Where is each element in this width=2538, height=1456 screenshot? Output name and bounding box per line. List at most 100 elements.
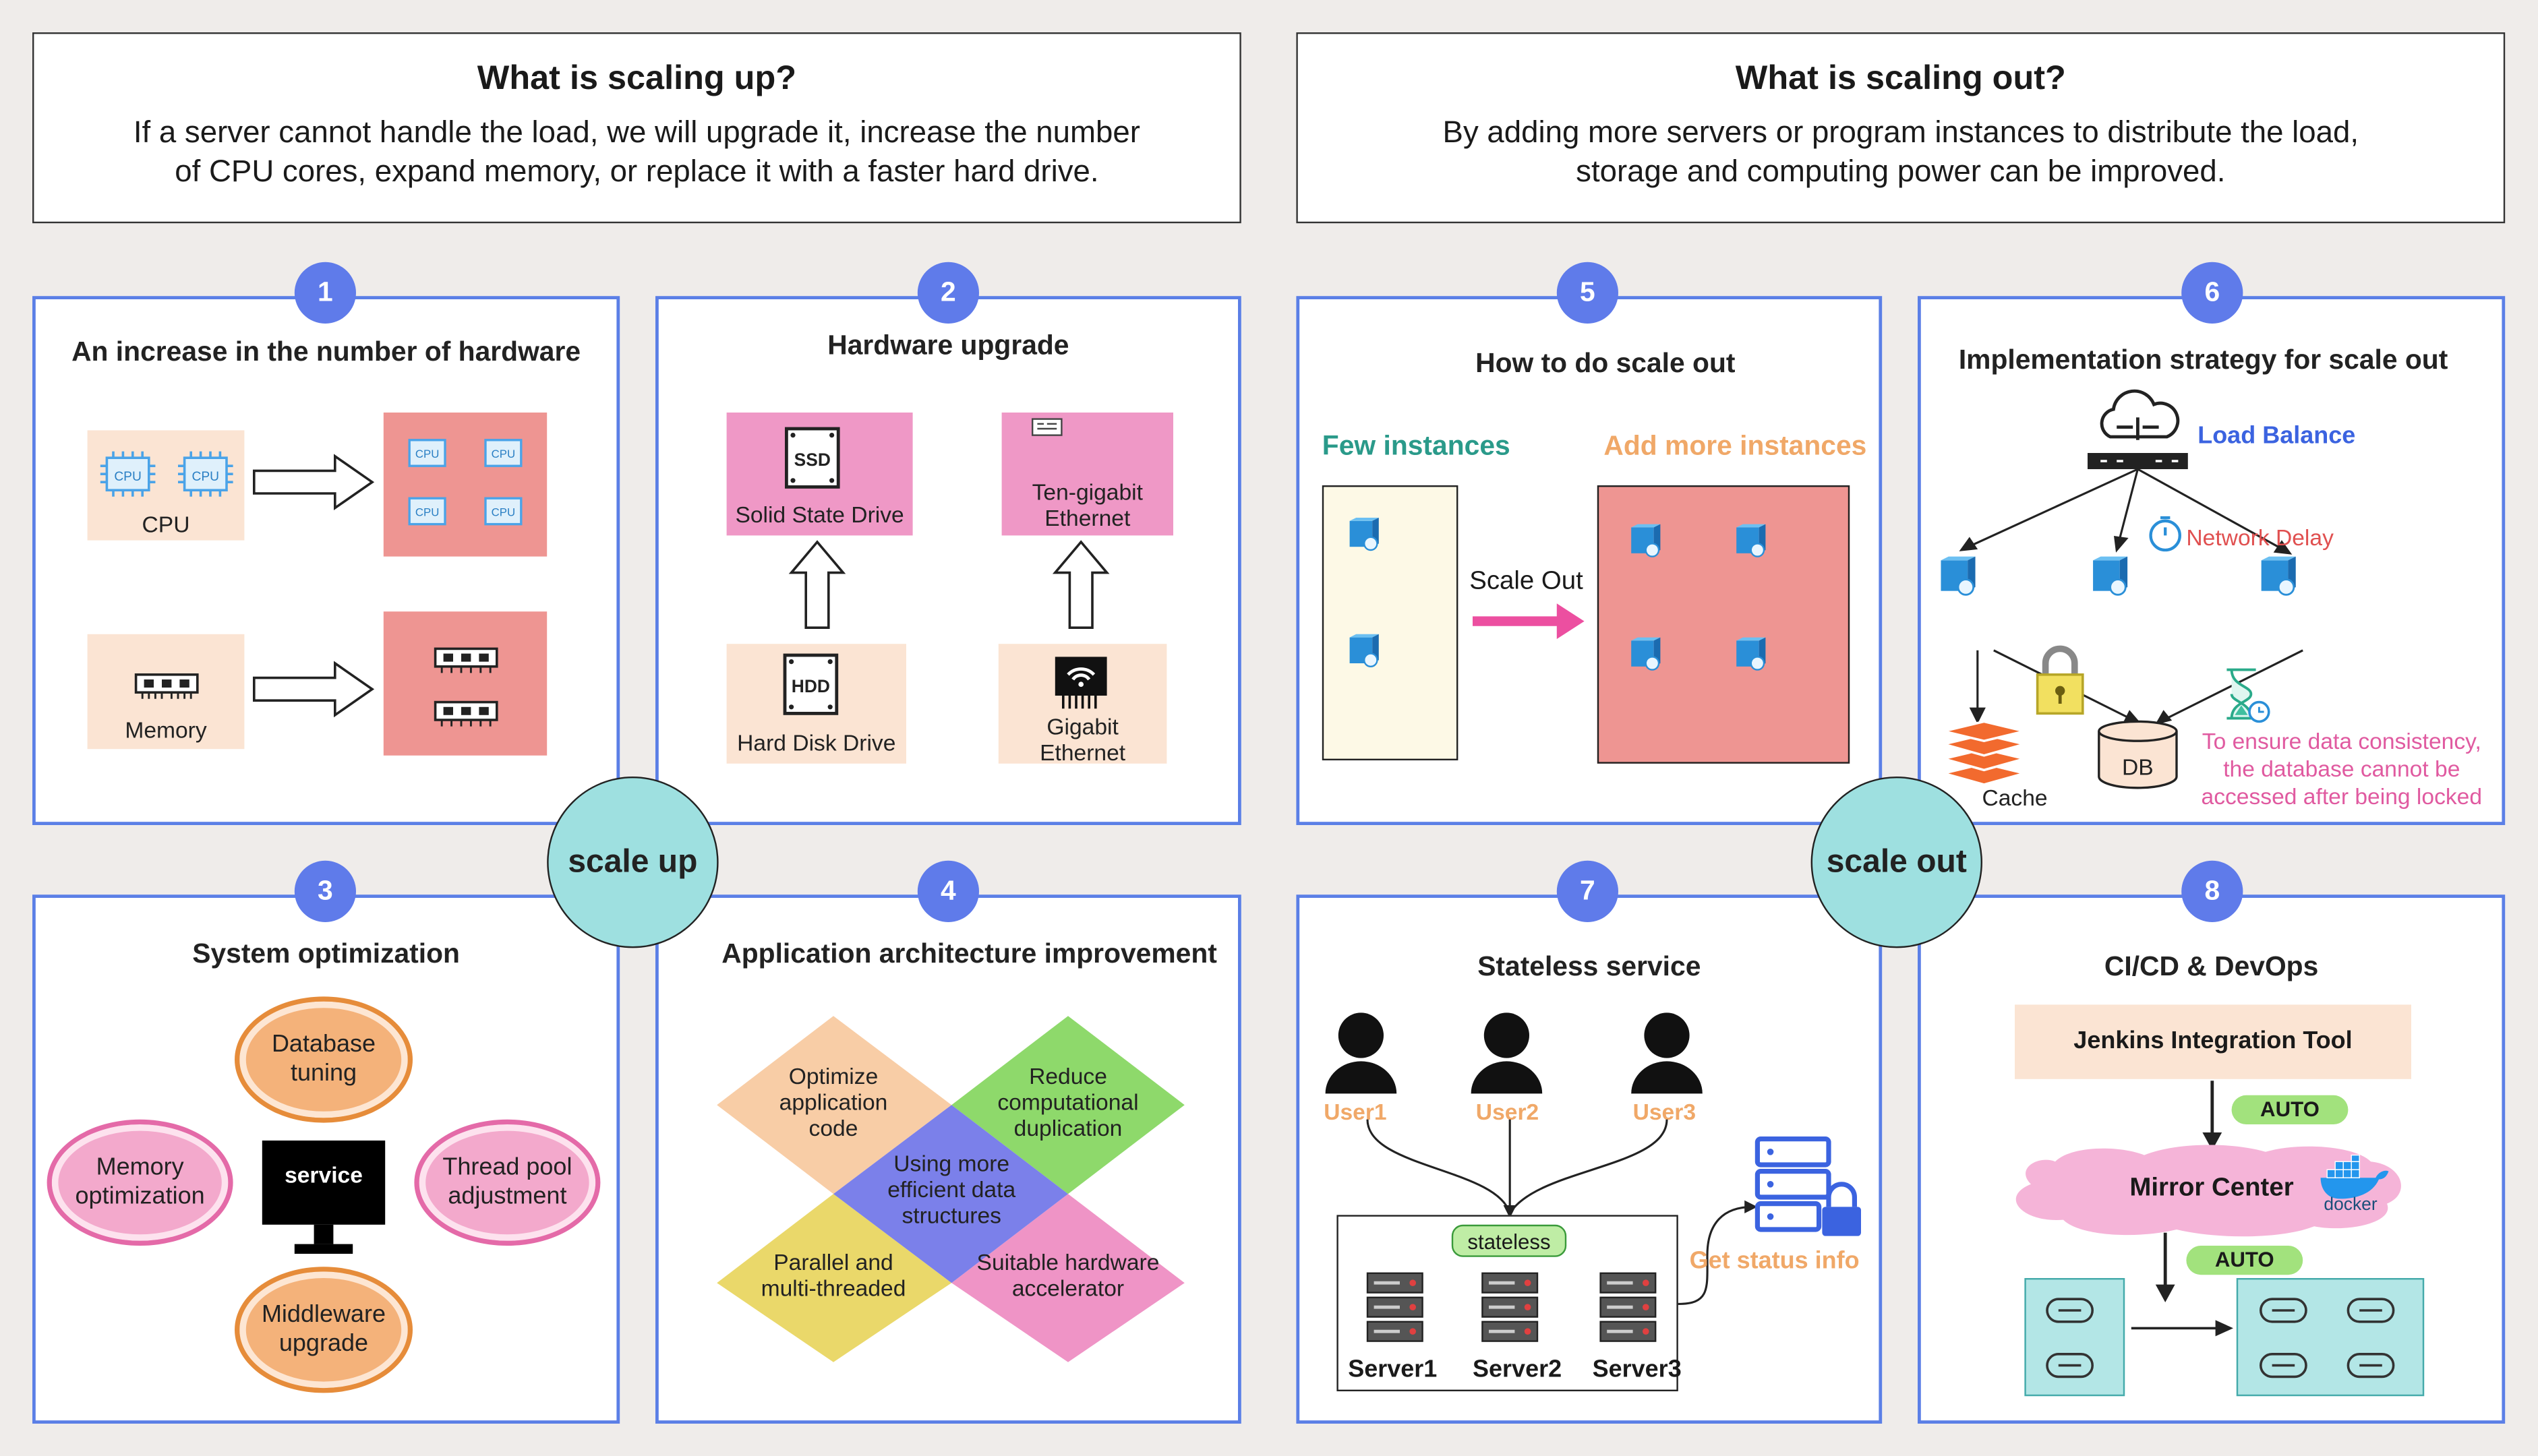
server-right-icon xyxy=(2261,556,2296,596)
get-status-label: Get status info xyxy=(1689,1247,1860,1275)
hdd-icon-text: HDD xyxy=(792,676,830,696)
instance-icon xyxy=(1736,637,1766,671)
server2-label: Server2 xyxy=(1473,1356,1562,1383)
middleware-line1: Middleware xyxy=(261,1300,386,1329)
panel-6-title: Implementation strategy for scale out xyxy=(1958,344,2448,375)
timer-icon xyxy=(2149,516,2181,552)
reduce-line2: computational xyxy=(997,1089,1139,1115)
panel-1-title: An increase in the number of hardware xyxy=(71,336,581,367)
consistency-note: To ensure data consistency, the database… xyxy=(2188,728,2496,810)
svg-text:CPU: CPU xyxy=(415,506,439,519)
consistency-line1: To ensure data consistency, xyxy=(2202,728,2481,754)
scale-up-definition: What is scaling up? If a server cannot h… xyxy=(32,32,1241,224)
arrow-down-icon xyxy=(2202,1081,2222,1151)
server3-label: Server3 xyxy=(1592,1356,1682,1383)
hdd-icon: HDD xyxy=(783,653,839,715)
container-pod-icon xyxy=(2347,1298,2395,1323)
container-pod-icon xyxy=(2260,1353,2307,1378)
using-line1: Using more xyxy=(893,1150,1010,1176)
scale-up-text-line1: If a server cannot handle the load, we w… xyxy=(133,116,1140,151)
ten-gigabit-line1: Ten-gigabit xyxy=(1032,479,1144,505)
instance-icon xyxy=(1631,637,1661,671)
panel-strategy xyxy=(1918,296,2506,825)
diamond-reduce xyxy=(951,1016,1185,1194)
reduce-line1: Reduce xyxy=(1029,1062,1107,1089)
ssd-icon-text: SSD xyxy=(794,450,831,470)
server-rack-icon xyxy=(1599,1272,1657,1342)
arrow-right-icon xyxy=(253,661,375,718)
panel-5-title: How to do scale out xyxy=(1475,348,1736,379)
storage-lock-icon xyxy=(1754,1136,1861,1236)
instance-icon xyxy=(1736,524,1766,557)
database-tuning-line1: Database xyxy=(271,1030,376,1058)
svg-text:CPU: CPU xyxy=(492,448,515,460)
more-instances-label: Add more instances xyxy=(1603,430,1867,461)
instance-icon xyxy=(1349,518,1379,551)
consistency-line3: accessed after being locked xyxy=(2201,783,2483,809)
badge-5: 5 xyxy=(1556,262,1618,324)
arrow-right-thin-icon xyxy=(2131,1320,2234,1337)
ten-gigabit-label: Ten-gigabit Ethernet xyxy=(1002,479,1173,530)
memory-double-icon xyxy=(434,647,498,727)
optimize-line1: Optimize xyxy=(788,1062,879,1089)
few-instances-label: Few instances xyxy=(1322,430,1510,461)
wifi-router-icon xyxy=(1055,657,1107,709)
scale-up-text-line2: of CPU cores, expand memory, or replace … xyxy=(175,155,1099,189)
ssd-icon: SSD xyxy=(785,427,840,489)
user-icon xyxy=(1471,1012,1543,1094)
scale-up-hub: scale up xyxy=(547,777,719,948)
docker-label: docker xyxy=(2324,1195,2378,1215)
svg-text:CPU: CPU xyxy=(415,448,439,460)
cpu-label: CPU xyxy=(142,511,190,537)
thread-pool-line2: adjustment xyxy=(448,1182,567,1211)
optimize-line2: application xyxy=(779,1089,888,1115)
scale-out-hub: scale out xyxy=(1810,777,1982,948)
optimize-line3: code xyxy=(808,1114,858,1141)
user1-label: User1 xyxy=(1324,1098,1387,1125)
auto-tag-1: AUTO xyxy=(2231,1095,2349,1125)
cache-icon xyxy=(1939,720,2030,786)
load-balance-lines xyxy=(1959,468,2293,555)
monitor-icon xyxy=(262,1141,386,1254)
server1-label: Server1 xyxy=(1348,1356,1438,1383)
svg-text:CPU: CPU xyxy=(492,506,515,519)
stateless-tag: stateless xyxy=(1451,1224,1567,1257)
cache-label: Cache xyxy=(1982,785,2048,811)
load-balance-label: Load Balance xyxy=(2197,422,2356,450)
container-pod-icon xyxy=(2260,1298,2307,1323)
gigabit-label: Gigabit Ethernet xyxy=(999,713,1167,765)
panel-3-title: System optimization xyxy=(192,938,460,969)
badge-6: 6 xyxy=(2181,262,2243,324)
gigabit-line1: Gigabit xyxy=(1046,713,1119,739)
scale-out-arrow-icon xyxy=(1473,603,1585,640)
badge-8: 8 xyxy=(2181,860,2243,922)
scale-out-text-line2: storage and computing power can be impro… xyxy=(1576,155,2226,189)
panel-8-title: CI/CD & DevOps xyxy=(2104,951,2319,982)
suitable-line2: accelerator xyxy=(1011,1275,1125,1301)
svg-text:CPU: CPU xyxy=(114,470,142,484)
panel-2-title: Hardware upgrade xyxy=(827,330,1069,361)
reduce-line3: duplication xyxy=(1013,1114,1123,1141)
scale-out-heading: What is scaling out? xyxy=(1735,59,2066,97)
network-card-icon xyxy=(1032,418,1063,436)
cloud-switch-icon xyxy=(2088,389,2188,469)
memory-icon xyxy=(134,673,199,699)
server-middle-icon xyxy=(2093,556,2128,596)
server-rack-icon xyxy=(1481,1272,1539,1342)
memory-label: Memory xyxy=(125,717,207,743)
memory-double-box xyxy=(383,611,548,756)
parallel-line1: Parallel and xyxy=(773,1248,893,1275)
scale-up-heading: What is scaling up? xyxy=(477,59,797,97)
badge-2: 2 xyxy=(917,262,979,324)
middleware-line2: upgrade xyxy=(278,1329,369,1358)
user-icon xyxy=(1325,1012,1397,1094)
database-icon xyxy=(2098,720,2178,789)
auto-tag-2: AUTO xyxy=(2186,1246,2303,1275)
mirror-cloud-shape xyxy=(2015,1145,2401,1237)
